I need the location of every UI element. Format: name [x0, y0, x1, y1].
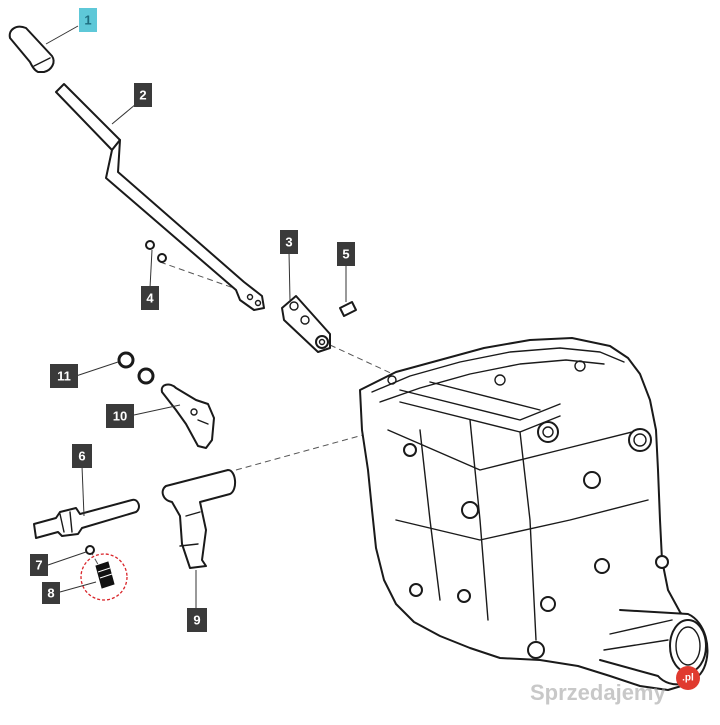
- shift-fork: [161, 469, 236, 569]
- detent-spring: [80, 553, 128, 601]
- lever-knob: [8, 25, 55, 73]
- o-rings: [117, 351, 155, 385]
- transmission-housing: [359, 337, 709, 691]
- leader-lines: [45, 25, 347, 620]
- callout-8: 8: [42, 582, 60, 604]
- callout-9: 9: [187, 608, 207, 632]
- callout-1: 1: [79, 8, 97, 32]
- callout-6: 6: [72, 444, 92, 468]
- pin: [339, 301, 357, 317]
- detent-ball: [85, 545, 95, 555]
- callout-label: 6: [78, 449, 85, 464]
- callout-10: 10: [106, 404, 134, 428]
- lever-bracket: [281, 295, 331, 353]
- highlight-circle: [80, 553, 128, 601]
- shift-lever: [55, 83, 265, 311]
- callout-label: 9: [193, 613, 200, 628]
- callout-7: 7: [30, 554, 48, 576]
- callout-label: 2: [139, 88, 146, 103]
- callout-11: 11: [50, 364, 78, 388]
- callout-label: 10: [113, 409, 127, 424]
- callout-label: 5: [342, 247, 349, 262]
- callout-4: 4: [141, 286, 159, 310]
- callout-label: 7: [35, 558, 42, 573]
- callout-label: 4: [146, 291, 154, 306]
- callout-label: 3: [285, 235, 292, 250]
- watermark-text: Sprzedajemy: [530, 680, 666, 705]
- watermark-badge: .pl: [682, 673, 694, 684]
- selector-lever: [160, 383, 215, 449]
- screws: [145, 240, 167, 263]
- shift-shaft: [33, 498, 140, 539]
- callout-label: 1: [84, 13, 91, 28]
- callout-label: 8: [47, 586, 54, 601]
- callout-2: 2: [134, 83, 152, 107]
- watermark: Sprzedajemy .pl: [530, 666, 700, 705]
- callout-5: 5: [337, 242, 355, 266]
- callout-label: 11: [57, 369, 71, 384]
- callout-3: 3: [280, 230, 298, 254]
